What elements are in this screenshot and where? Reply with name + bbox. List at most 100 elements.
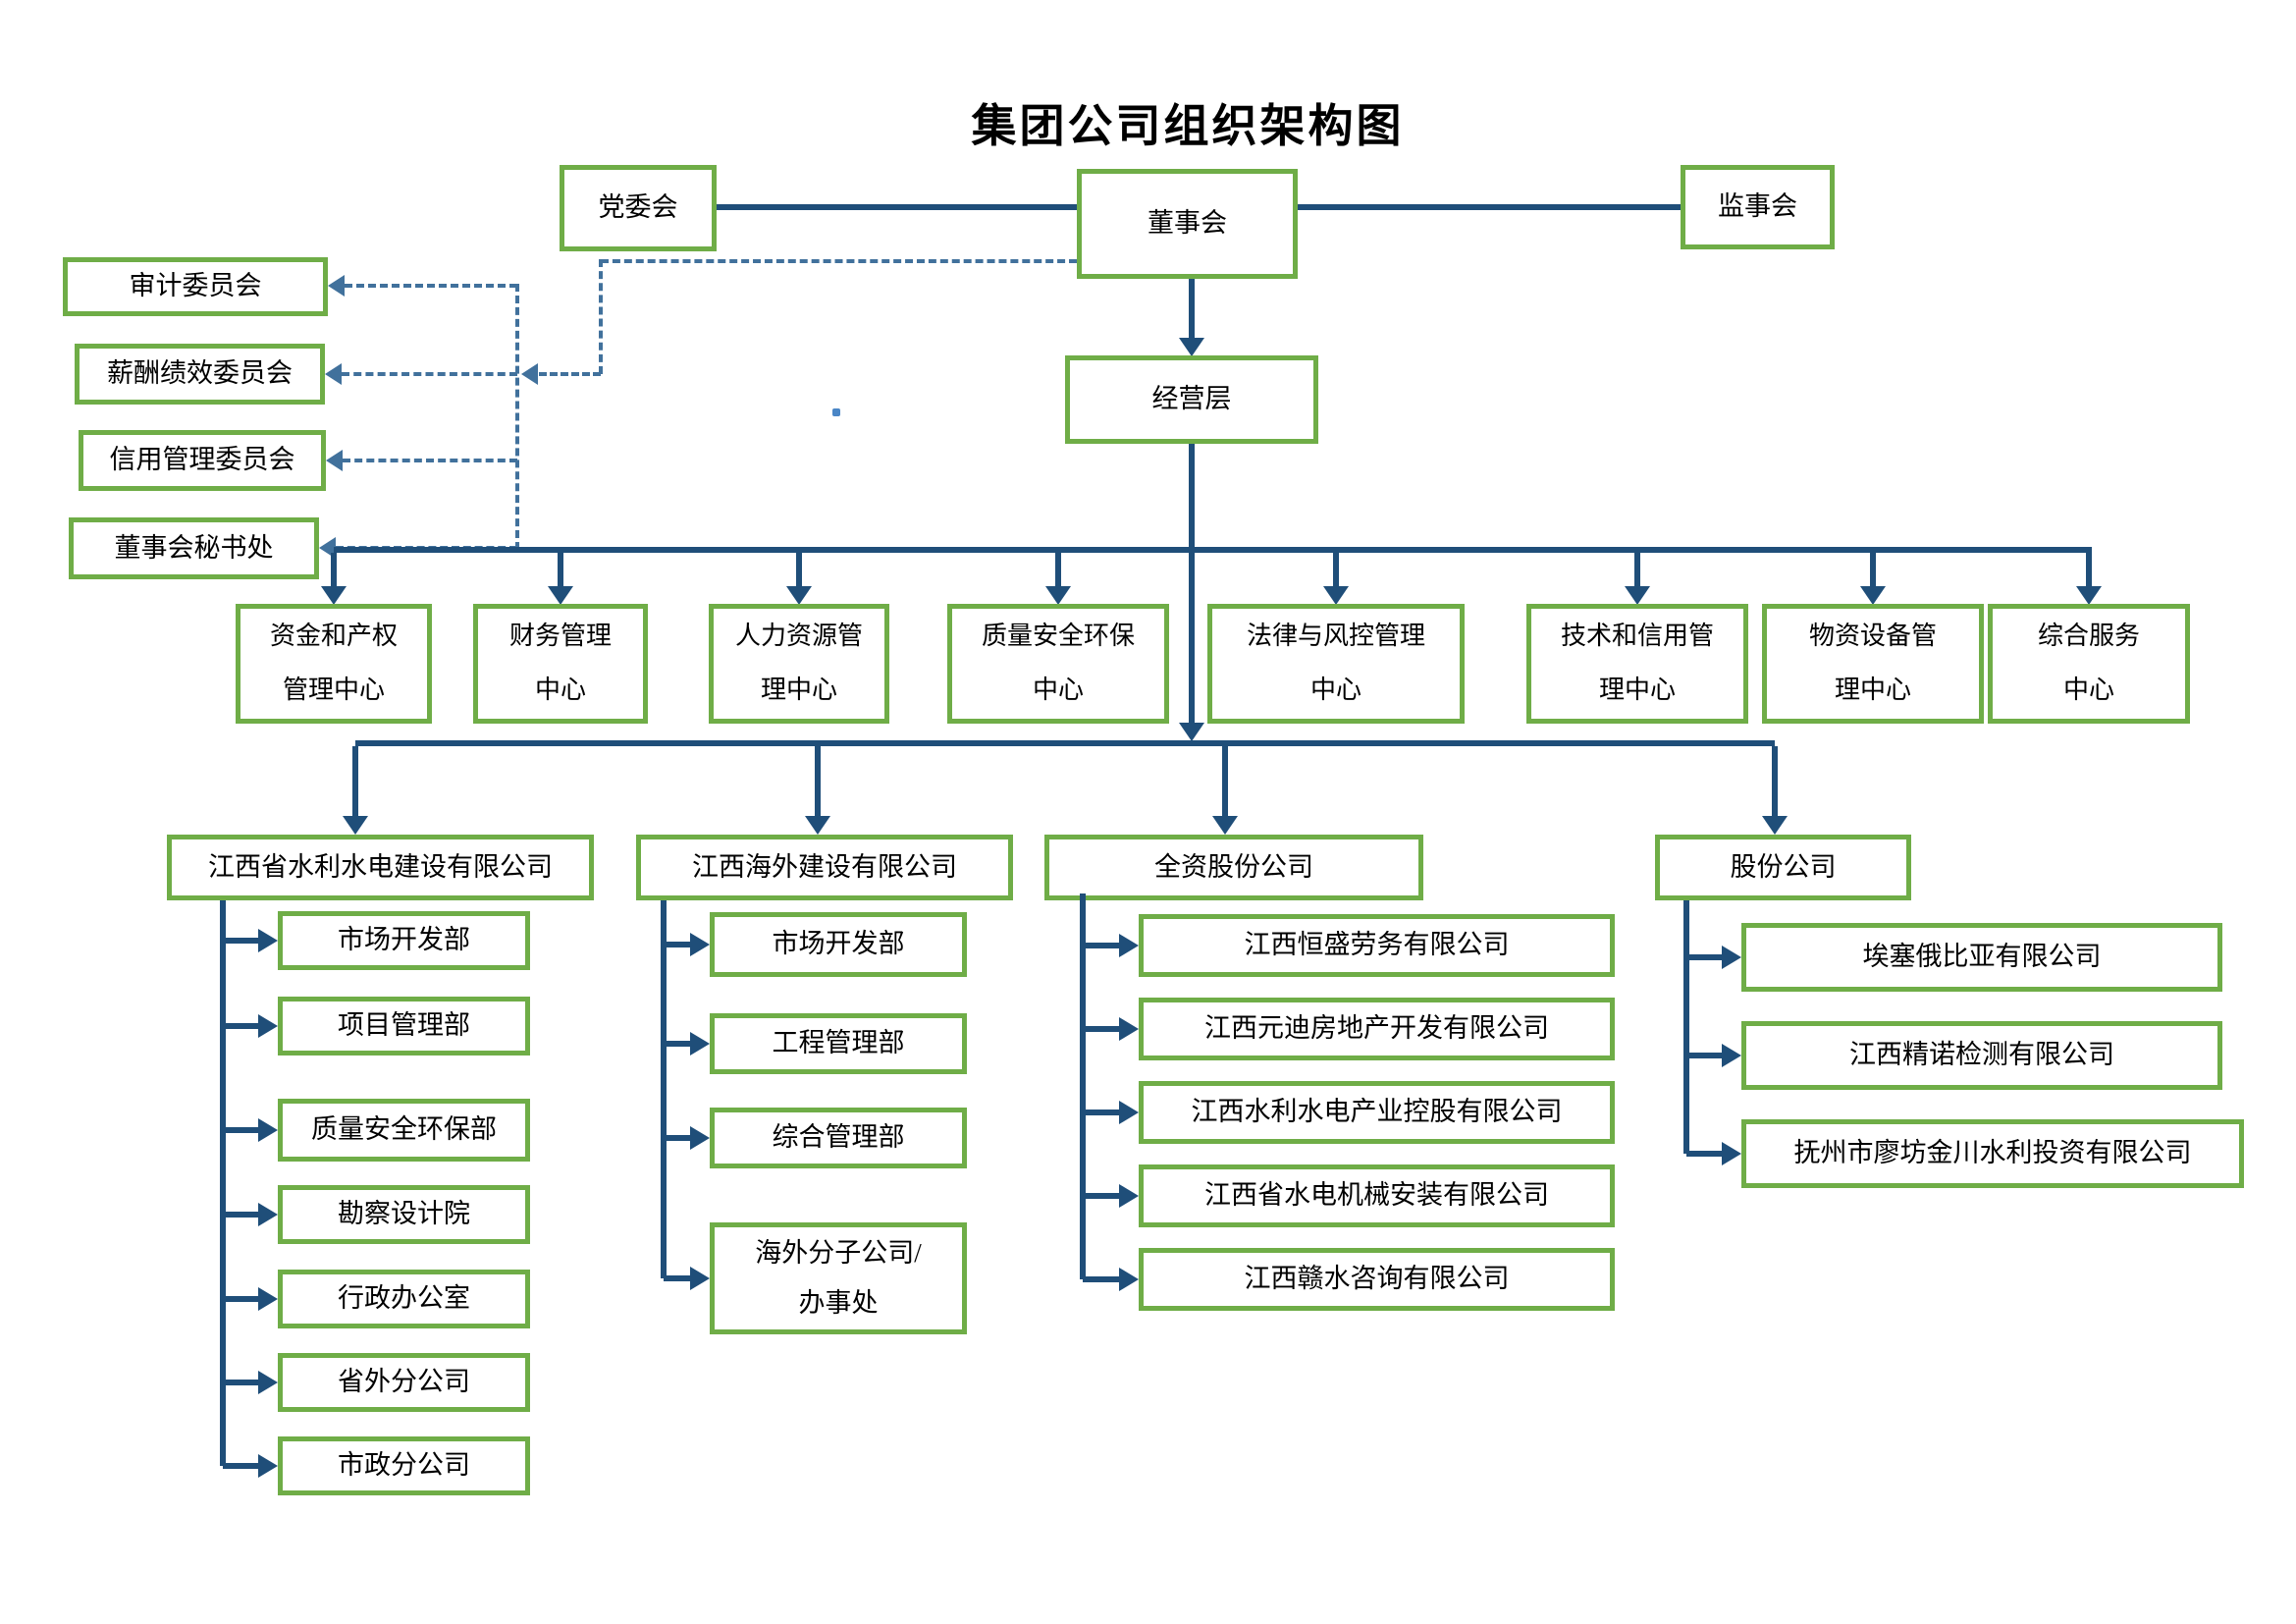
subsidiary-drop-arrowhead-2 xyxy=(805,816,830,835)
center-drop-8 xyxy=(2086,553,2092,586)
column-line-a xyxy=(220,900,226,1466)
center-drop-7 xyxy=(1870,553,1876,586)
center-drop-arrowhead-3 xyxy=(786,586,812,605)
child-line-c4 xyxy=(1083,1193,1119,1199)
node-board-secretariat: 董事会秘书处 xyxy=(69,517,319,579)
dotted-spine-committees xyxy=(515,284,519,550)
node-a-out-of-province-branch: 省外分公司 xyxy=(278,1353,530,1412)
center-drop-2 xyxy=(558,553,563,586)
child-arrowhead-c1 xyxy=(1119,934,1139,957)
node-a-survey-design: 勘察设计院 xyxy=(278,1185,530,1244)
child-line-c3 xyxy=(1083,1110,1119,1115)
node-supervisory-board: 监事会 xyxy=(1681,165,1835,249)
subsidiaries-branch-line xyxy=(355,740,1775,746)
dotted-line-feed-vertical xyxy=(599,259,603,374)
child-line-a1 xyxy=(223,938,261,944)
center-drop-arrowhead-6 xyxy=(1625,586,1650,605)
child-line-d1 xyxy=(1686,954,1722,960)
dotted-line-board-feed xyxy=(601,259,1077,263)
subsidiary-drop-4 xyxy=(1772,746,1778,817)
subsidiary-drop-2 xyxy=(815,746,821,817)
node-d-liaofang-jinchuan-investment: 抚州市廖坊金川水利投资有限公司 xyxy=(1741,1119,2244,1188)
center-drop-1 xyxy=(331,553,337,586)
child-line-a3 xyxy=(223,1127,261,1133)
line-party-to-board xyxy=(717,204,1077,210)
arrowhead-to-audit xyxy=(328,275,345,297)
child-line-d3 xyxy=(1686,1151,1722,1157)
column-line-d xyxy=(1683,900,1689,1154)
center-drop-arrowhead-7 xyxy=(1860,586,1886,605)
arrowhead-management-down xyxy=(1179,723,1204,741)
node-subsidiary-overseas: 江西海外建设有限公司 xyxy=(636,835,1013,900)
node-c-ganshui-consulting: 江西赣水咨询有限公司 xyxy=(1139,1248,1615,1311)
child-arrowhead-c5 xyxy=(1119,1268,1139,1291)
child-arrowhead-a5 xyxy=(258,1287,278,1311)
dotted-line-to-credit xyxy=(343,459,517,462)
center-drop-5 xyxy=(1333,553,1339,586)
node-b-engineering-mgmt: 工程管理部 xyxy=(710,1013,967,1074)
center-drop-4 xyxy=(1055,553,1061,586)
child-arrowhead-b4 xyxy=(690,1267,710,1290)
arrowhead-board-to-management xyxy=(1179,338,1204,356)
column-line-c xyxy=(1080,893,1086,1279)
child-line-c1 xyxy=(1083,943,1119,948)
dotted-line-to-compensation xyxy=(342,372,517,376)
node-a-market-dev: 市场开发部 xyxy=(278,911,530,970)
node-center-general-services: 综合服务 中心 xyxy=(1988,604,2190,724)
child-arrowhead-a7 xyxy=(258,1454,278,1478)
subsidiary-drop-1 xyxy=(352,746,358,817)
child-line-a5 xyxy=(223,1296,261,1302)
subsidiary-drop-arrowhead-1 xyxy=(343,816,368,835)
child-arrowhead-c4 xyxy=(1119,1184,1139,1208)
child-arrowhead-a3 xyxy=(258,1118,278,1142)
node-a-project-mgmt: 项目管理部 xyxy=(278,997,530,1056)
arrowhead-to-compensation xyxy=(325,363,342,385)
subsidiary-drop-arrowhead-3 xyxy=(1212,816,1238,835)
node-center-finance: 财务管理 中心 xyxy=(473,604,648,724)
child-arrowhead-d3 xyxy=(1722,1142,1741,1165)
node-party-committee: 党委会 xyxy=(560,165,717,251)
child-line-a7 xyxy=(223,1463,261,1469)
node-d-jingnuo-testing: 江西精诺检测有限公司 xyxy=(1741,1021,2222,1090)
line-board-to-supervisory xyxy=(1298,204,1681,210)
child-arrowhead-d2 xyxy=(1722,1044,1741,1067)
child-line-a4 xyxy=(223,1212,261,1218)
dotted-line-to-audit xyxy=(345,284,517,288)
child-arrowhead-c2 xyxy=(1119,1017,1139,1041)
arrowhead-to-credit xyxy=(326,450,343,471)
node-center-capital-property: 资金和产权 管理中心 xyxy=(236,604,432,724)
child-arrowhead-b2 xyxy=(690,1032,710,1056)
subsidiary-drop-3 xyxy=(1222,746,1228,817)
child-line-a2 xyxy=(223,1023,261,1029)
child-line-b2 xyxy=(664,1041,695,1047)
node-c-machinery-installation: 江西省水电机械安装有限公司 xyxy=(1139,1164,1615,1227)
arrowhead-feed-elbow xyxy=(521,363,538,385)
node-b-overseas-branches: 海外分子公司/ 办事处 xyxy=(710,1222,967,1334)
column-line-b xyxy=(661,900,667,1278)
center-drop-3 xyxy=(796,553,802,586)
node-center-quality-safety: 质量安全环保 中心 xyxy=(947,604,1169,724)
center-drop-arrowhead-8 xyxy=(2076,586,2102,605)
node-center-materials-equipment: 物资设备管 理中心 xyxy=(1762,604,1984,724)
node-audit-committee: 审计委员会 xyxy=(63,257,328,316)
page-title: 集团公司组织架构图 xyxy=(971,99,1405,152)
child-arrowhead-b3 xyxy=(690,1126,710,1150)
node-a-municipal-branch: 市政分公司 xyxy=(278,1436,530,1495)
node-c-yuandi-realestate: 江西元迪房地产开发有限公司 xyxy=(1139,998,1615,1060)
line-board-to-management xyxy=(1189,279,1195,338)
dotted-line-feed-elbow xyxy=(539,372,601,376)
center-drop-6 xyxy=(1634,553,1640,586)
child-line-d2 xyxy=(1686,1053,1722,1058)
node-a-quality-safety: 质量安全环保部 xyxy=(278,1099,530,1162)
node-compensation-committee: 薪酬绩效委员会 xyxy=(75,344,325,405)
node-subsidiary-shuili-shuidian: 江西省水利水电建设有限公司 xyxy=(167,835,594,900)
node-center-hr: 人力资源管 理中心 xyxy=(709,604,889,724)
stray-dot xyxy=(832,408,840,416)
node-center-tech-credit: 技术和信用管 理中心 xyxy=(1526,604,1748,724)
node-subsidiary-joint-stock: 股份公司 xyxy=(1655,835,1911,900)
node-credit-committee: 信用管理委员会 xyxy=(79,430,326,491)
child-line-a6 xyxy=(223,1380,261,1385)
node-b-general-mgmt: 综合管理部 xyxy=(710,1108,967,1168)
node-subsidiary-wholly-owned: 全资股份公司 xyxy=(1044,835,1423,900)
